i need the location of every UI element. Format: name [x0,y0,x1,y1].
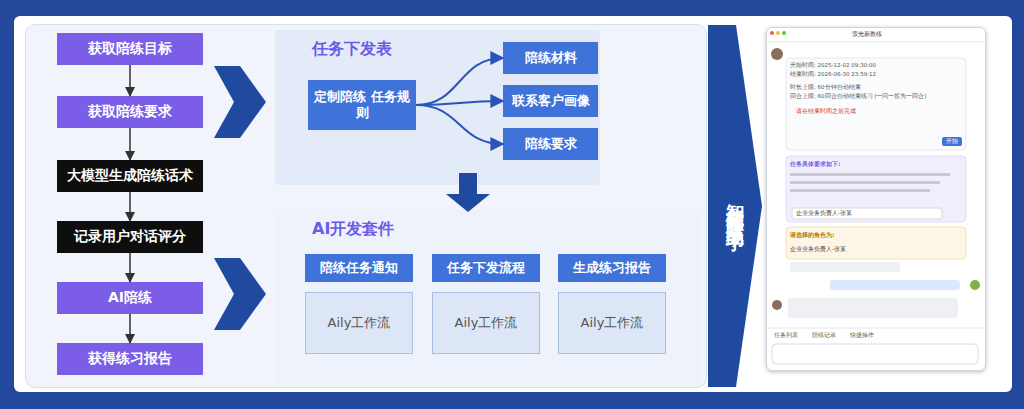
node-label: 智能销售陪练助手 [726,190,744,222]
screenshot-text: 回合上限: 60回合自动结束练习 (一问一答为一回合) [790,93,927,100]
screenshot-text: 请选择的角色为: [790,231,834,238]
node-label: Aily工作流 [577,315,648,331]
flow-arrow [129,65,131,96]
item-box: 陪练要求 [503,128,598,160]
text-line [790,189,930,192]
panel-title: AI开发套件 [312,219,394,240]
node-label: AI陪练 [104,289,156,307]
message-card [786,58,966,150]
avatar [771,48,783,60]
screenshot-text: 企业业务负责人-张某 [796,210,852,217]
screenshot-text: 开始 [942,137,962,146]
window-dot [770,31,774,35]
window-dot [782,31,786,35]
suite-header: 陪练任务通知 [305,254,413,282]
panel: 任务下发表定制陪练 任务规则 陪练材料联系客户画像陪练要求 [275,30,600,185]
screenshot-text: 开始时间: 2025-12-02 09:30:00 [790,62,876,69]
chevron-arrow [214,66,266,138]
avatar [772,300,782,310]
screenshot-text: 企业业务负责人-张某 [790,246,846,253]
node-label: 陪练要求 [521,136,581,152]
text-line [790,173,950,176]
chevron-arrow [214,258,266,330]
screenshot-text: 请在结束时间之前完成 [796,108,856,115]
avatar [970,280,980,290]
screenshot-text: 快捷操作 [850,332,874,339]
chat-bubble [788,298,958,318]
step-box: 获取陪练要求 [57,96,203,128]
node-label: 生成练习报告 [569,260,655,276]
node-label: 陪练任务通知 [316,260,402,276]
screenshot-text: 陪练记录 [812,332,836,339]
workflow-box: Aily工作流 [305,292,413,354]
chevron-banner: 智能销售陪练助手 [708,25,762,387]
node-label: Aily工作流 [451,315,522,331]
rule-box: 定制陪练 任务规则 [308,80,416,130]
step-box: AI陪练 [57,282,203,314]
header-divider [766,42,986,43]
step-box: 大模型生成陪练话术 [57,160,203,192]
screenshot-text: 萤光新教练 [852,30,882,37]
footer-divider [766,328,986,329]
workflow-box: Aily工作流 [558,292,666,354]
node-label: 定制陪练 任务规则 [308,89,416,122]
message-card [786,156,966,222]
panel: AI开发套件陪练任务通知Aily工作流任务下发流程Aily工作流生成练习报告Ai… [275,210,700,385]
step-box: 获得练习报告 [57,343,203,375]
text-line [790,181,940,184]
chevron-polygon [708,25,762,387]
message-card [786,227,966,259]
screenshot-text: 任务列表 [774,332,798,339]
node-label: 获取陪练目标 [84,40,176,58]
node-label: Aily工作流 [324,315,395,331]
window-dot [776,31,780,35]
suite-header: 生成练习报告 [558,254,666,282]
branch-arrow [416,101,503,105]
node-label: 大模型生成陪练话术 [63,167,197,185]
screenshot-text: 时长上限: 60分钟自动结束 [790,84,861,91]
dropdown [792,208,942,219]
suite-header: 任务下发流程 [432,254,540,282]
item-box: 陪练材料 [503,42,598,74]
node-label: 获得练习报告 [84,350,176,368]
step-box: 获取陪练目标 [57,33,203,65]
node-label: 记录用户对话评分 [70,228,190,246]
branch-arrow [416,105,503,144]
screenshot-text: 结束时间: 2026-06-30 23:59:12 [790,71,876,78]
node-label: 陪练材料 [521,50,581,66]
panel-title: 任务下发表 [312,39,392,60]
screenshot-text: 任务具体要求如下: [790,160,840,167]
workflow-box: Aily工作流 [432,292,540,354]
item-box: 联系客户画像 [503,85,598,117]
block-arrow [446,173,490,212]
flow-arrow [129,192,131,221]
step-box: 记录用户对话评分 [57,221,203,253]
chat-bubble [830,280,960,290]
flow-arrow [129,314,131,343]
flow-arrow [129,253,131,282]
flow-arrow [129,128,131,160]
node-label: 任务下发流程 [443,260,529,276]
node-label: 联系客户画像 [508,93,594,109]
input-box [772,344,978,364]
node-label: 获取陪练要求 [84,103,176,121]
branch-arrow [416,58,503,105]
chat-bubble [790,262,900,272]
